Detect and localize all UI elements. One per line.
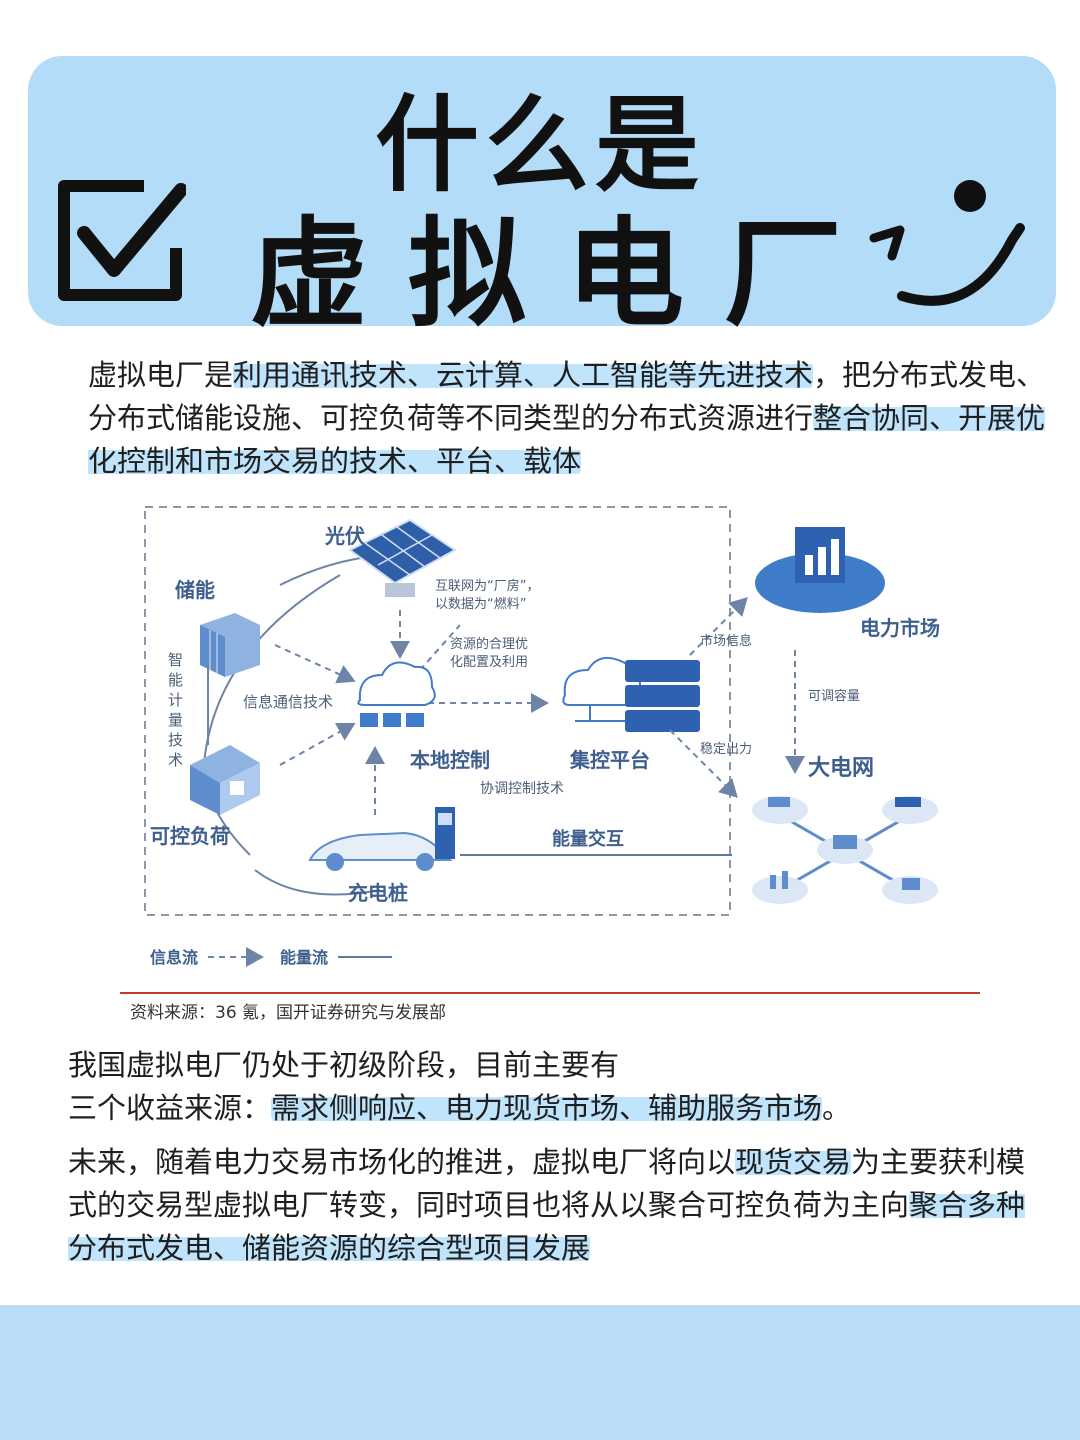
market-chart-icon	[755, 527, 885, 613]
page-title-line2: 虚拟电厂	[250, 205, 883, 343]
checkbox-icon	[58, 180, 186, 301]
battery-storage-icon	[200, 613, 260, 677]
label-coordinated-control: 协调控制技术	[480, 781, 564, 797]
footer-band	[0, 1305, 1080, 1440]
legend-energy-flow: 能量流	[280, 948, 328, 967]
label-central-platform: 集控平台	[569, 748, 650, 772]
solar-panel-icon	[348, 518, 457, 597]
page-title-line1: 什么是	[374, 84, 705, 206]
title-banner	[28, 56, 1056, 326]
revenue-suffix: 。	[822, 1091, 852, 1125]
future-paragraph: 未来，随着电力交易市场化的推进，虚拟电厂将向以现货交易为主要获利模式的交易型虚拟…	[68, 1141, 1048, 1270]
label-stable-output: 稳定出力	[700, 741, 752, 757]
charging-pile-icon	[435, 807, 455, 859]
label-info-tech: 信息通信技术	[243, 693, 333, 711]
future-text-1: 未来，随着电力交易市场化的推进，虚拟电厂将向以	[68, 1145, 736, 1179]
label-energy-exchange: 能量交互	[552, 828, 624, 850]
grid-network-icon	[752, 796, 938, 904]
smiley-icon	[869, 180, 1025, 306]
intro-paragraph: 虚拟电厂是利用通讯技术、云计算、人工智能等先进技术，把分布式发电、分布式储能设施…	[88, 354, 1048, 483]
intro-highlight-tech: 利用通讯技术、云计算、人工智能等先进技术	[233, 358, 814, 392]
intro-text-resources: ，把分布式发电、分布式储能设施、可控负荷等不同类型的分布式资源进行	[88, 358, 1046, 435]
label-charging-pile: 充电桩	[348, 881, 408, 905]
label-smart-metering: 智能计量技术	[168, 651, 183, 769]
label-solar: 光伏	[324, 524, 365, 548]
label-resource-opt-1: 资源的合理优	[450, 636, 528, 652]
revenue-prefix: 三个收益来源：	[68, 1091, 272, 1125]
server-platform-icon	[562, 656, 700, 732]
label-data-fuel: 以数据为“燃料”	[435, 596, 526, 612]
legend-info-flow: 信息流	[150, 948, 198, 967]
future-highlight-spot: 现货交易	[735, 1145, 852, 1179]
intro-text: 虚拟电厂是	[88, 358, 234, 392]
cloud-control-icon	[357, 661, 436, 727]
label-storage: 储能	[175, 578, 215, 602]
label-adjustable-capacity: 可调容量	[808, 688, 860, 704]
electric-car-icon	[308, 831, 453, 871]
revenue-paragraph: 我国虚拟电厂仍处于初级阶段，目前主要有 三个收益来源：需求侧响应、电力现货市场、…	[68, 1044, 1048, 1130]
future-text-2: 为主要获利模式的交易型虚拟电厂转变，同时项目也将从以聚合可控负荷为主向	[68, 1145, 1026, 1222]
label-resource-opt-2: 化配置及利用	[450, 655, 528, 670]
revenue-line2: 三个收益来源：需求侧响应、电力现货市场、辅助服务市场。	[68, 1087, 1048, 1130]
label-internet-plant: 互联网为“厂房”，	[435, 578, 539, 594]
revenue-highlight: 需求侧响应、电力现货市场、辅助服务市场	[271, 1091, 823, 1125]
label-controllable-load: 可控负荷	[150, 824, 230, 848]
vpp-boundary	[144, 506, 731, 916]
label-local-control: 本地控制	[410, 748, 490, 772]
label-electricity-market: 电力市场	[860, 616, 940, 640]
diagram-source: 资料来源：36 氪，国开证券研究与发展部	[130, 1003, 446, 1023]
revenue-line1: 我国虚拟电厂仍处于初级阶段，目前主要有	[68, 1048, 620, 1082]
label-market-info: 市场信息	[700, 633, 752, 649]
house-icon	[190, 745, 260, 815]
label-big-grid: 大电网	[808, 756, 874, 781]
vpp-diagram: 光伏 储能 智能计量技术 可控负荷 信息通信技术 本地控制 互联网为“厂房”， …	[120, 506, 980, 1023]
